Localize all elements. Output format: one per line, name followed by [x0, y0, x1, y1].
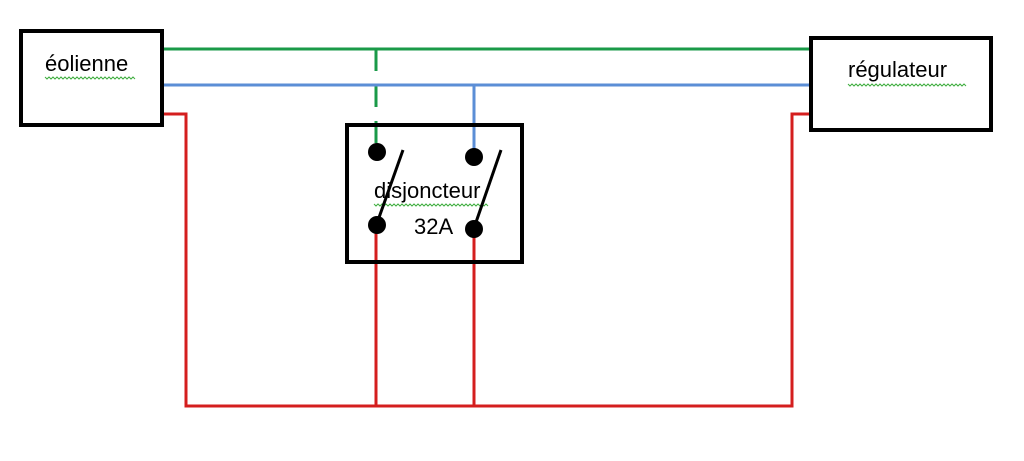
- terminal-bottom-right-icon: [465, 220, 483, 238]
- regulator-box: régulateur: [809, 36, 993, 132]
- blue-wire: [162, 83, 811, 150]
- red-wire: [162, 112, 811, 408]
- green-wire: [162, 47, 811, 146]
- wind-turbine-spell-underline: [44, 76, 136, 80]
- breaker-box-frame: [345, 123, 524, 264]
- regulator-spell-underline: [847, 83, 967, 87]
- terminal-top-left-icon: [368, 143, 386, 161]
- regulator-box-frame: [809, 36, 993, 132]
- terminal-top-right-icon: [465, 148, 483, 166]
- wind-turbine-label: éolienne: [45, 51, 128, 76]
- switch-contact-left: [374, 149, 405, 227]
- breaker-rating-label: 32A: [414, 214, 453, 239]
- terminal-bottom-left-icon: [368, 216, 386, 234]
- breaker-spell-underline: [373, 203, 489, 207]
- breaker-box: disjoncteur 32A: [345, 123, 524, 264]
- regulator-label: régulateur: [848, 57, 947, 82]
- red-wire-loop: [162, 112, 811, 408]
- switch-contact-right: [472, 149, 503, 229]
- wind-turbine-box: éolienne: [19, 29, 164, 127]
